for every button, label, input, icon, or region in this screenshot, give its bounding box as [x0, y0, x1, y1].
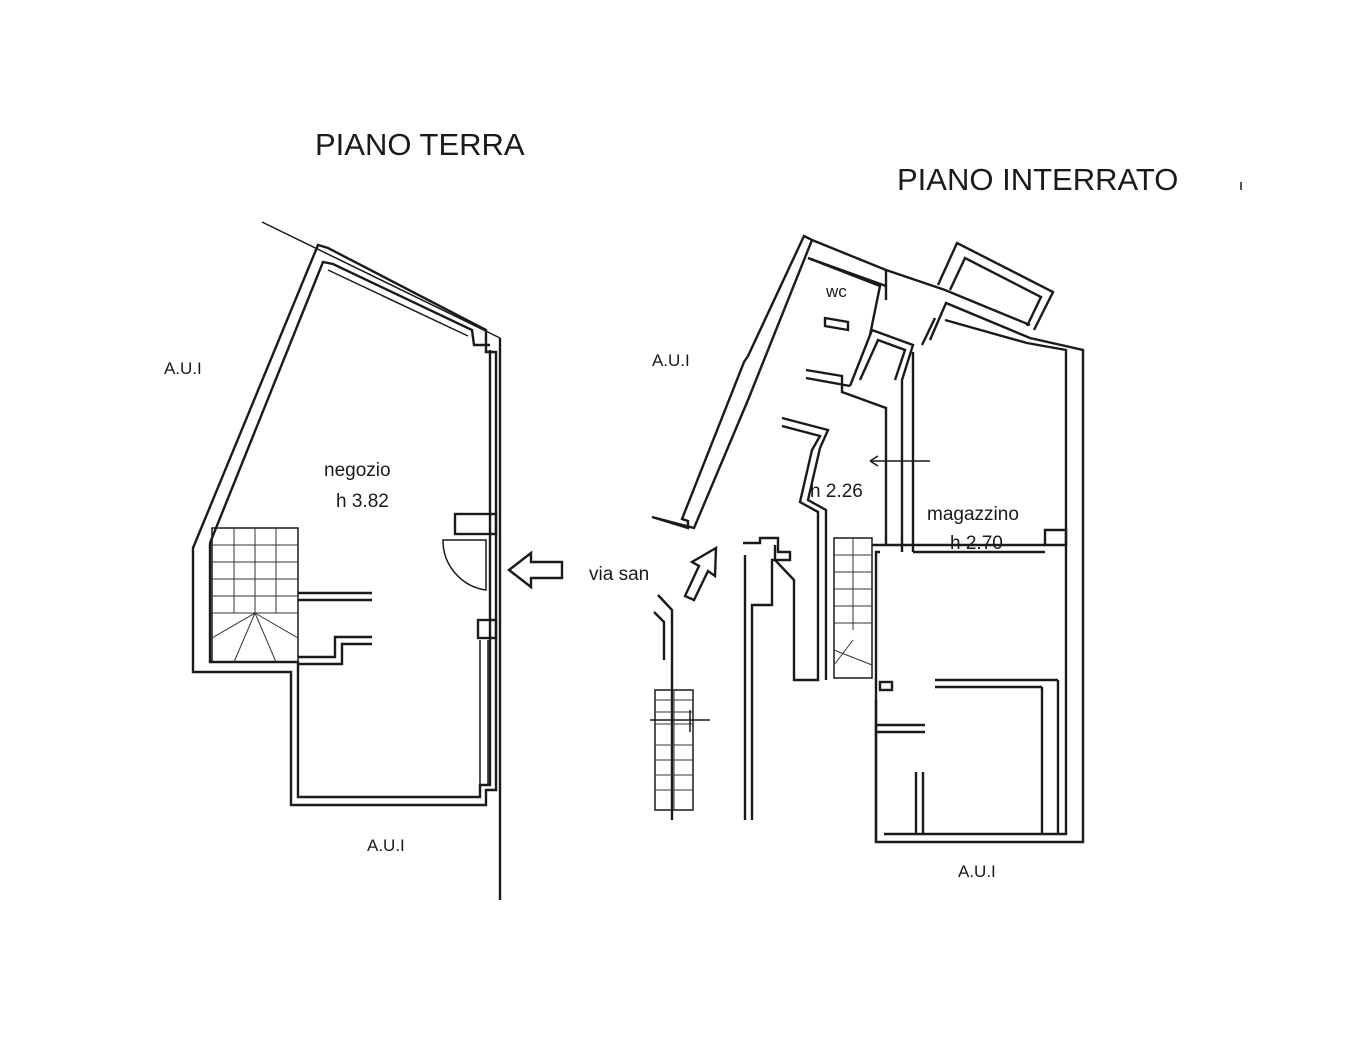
street-label: via san: [589, 564, 649, 585]
street-side-wall: [743, 536, 792, 820]
basement-right-inner-wall: [884, 318, 1068, 836]
property-boundary-line: [261, 221, 501, 339]
wc-right-wall: [807, 256, 882, 336]
basement-staircase: [833, 537, 873, 679]
ground-floor-plan: PIANO TERRA: [164, 127, 564, 900]
ground-aui-left-label: A.U.I: [164, 359, 202, 378]
stair-enclosure-wall: [848, 328, 915, 552]
storage-left-wall: [911, 317, 937, 552]
partition-wall: [298, 635, 372, 666]
basement-aui-left-label: A.U.I: [652, 351, 690, 370]
ground-floor-title: PIANO TERRA: [315, 127, 525, 162]
wall-hatch-line: [327, 269, 469, 337]
external-stairs: [650, 689, 710, 811]
light-shaft-outer: [936, 241, 1055, 331]
corridor-height: h 2.26: [810, 481, 863, 502]
wall-pilaster: [1043, 528, 1068, 547]
section-arrow-icon: [869, 455, 879, 467]
basement-aui-bottom-label: A.U.I: [958, 862, 996, 881]
entrance-door: [442, 539, 487, 591]
wc-partition: [823, 316, 850, 332]
door-jamb: [476, 618, 498, 640]
storage-room-name: magazzino: [927, 504, 1019, 525]
basement-floor-plan: PIANO INTERRATO wc: [650, 162, 1242, 881]
storage-partition: [935, 678, 1058, 689]
wall-stub: [878, 680, 894, 692]
inner-wall-lower: [208, 350, 492, 799]
storage-partition: [876, 723, 925, 734]
corridor-passage-wall: [773, 416, 830, 682]
wall-hatch-line: [332, 263, 473, 331]
shop-room-height: h 3.82: [336, 491, 389, 512]
basement-entrance-arrow-icon: [683, 545, 718, 602]
basement-right-outer-wall: [874, 301, 1085, 844]
street-side-wall: [653, 594, 674, 820]
storage-room-height: h 2.70: [950, 533, 1003, 554]
storage-partition: [1040, 680, 1060, 834]
ground-staircase: [211, 527, 299, 663]
outer-wall: [191, 243, 498, 807]
basement-floor-title: PIANO INTERRATO: [897, 162, 1178, 197]
ground-aui-bottom-label: A.U.I: [367, 836, 405, 855]
partition-wall: [298, 591, 372, 602]
basement-left-wall: [651, 234, 814, 530]
shop-room-name: negozio: [324, 460, 391, 481]
storage-partition: [914, 772, 925, 834]
wc-label: wc: [825, 282, 847, 301]
light-shaft-inner: [948, 256, 1043, 327]
door-jamb: [453, 512, 498, 536]
entrance-arrow-icon: [507, 550, 564, 590]
storage-partition: [872, 543, 1045, 842]
